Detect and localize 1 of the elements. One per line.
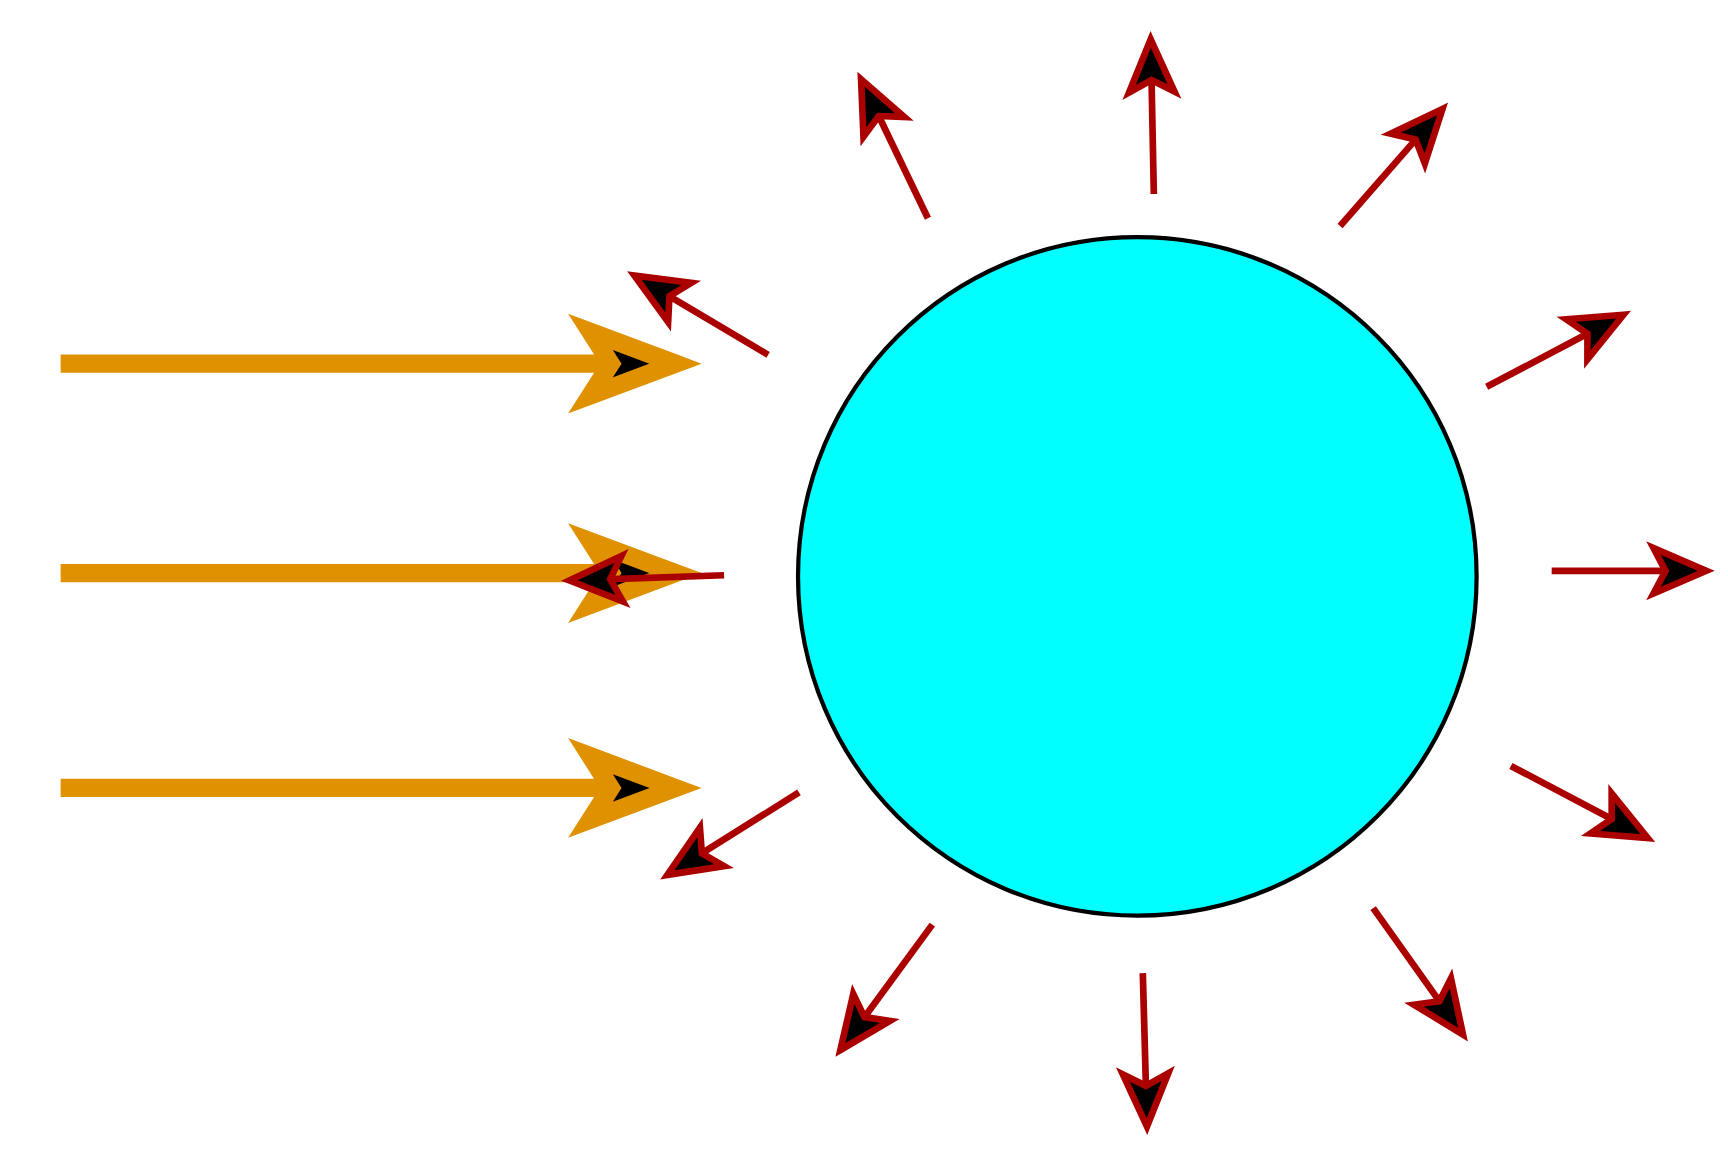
sphere — [795, 235, 1479, 918]
